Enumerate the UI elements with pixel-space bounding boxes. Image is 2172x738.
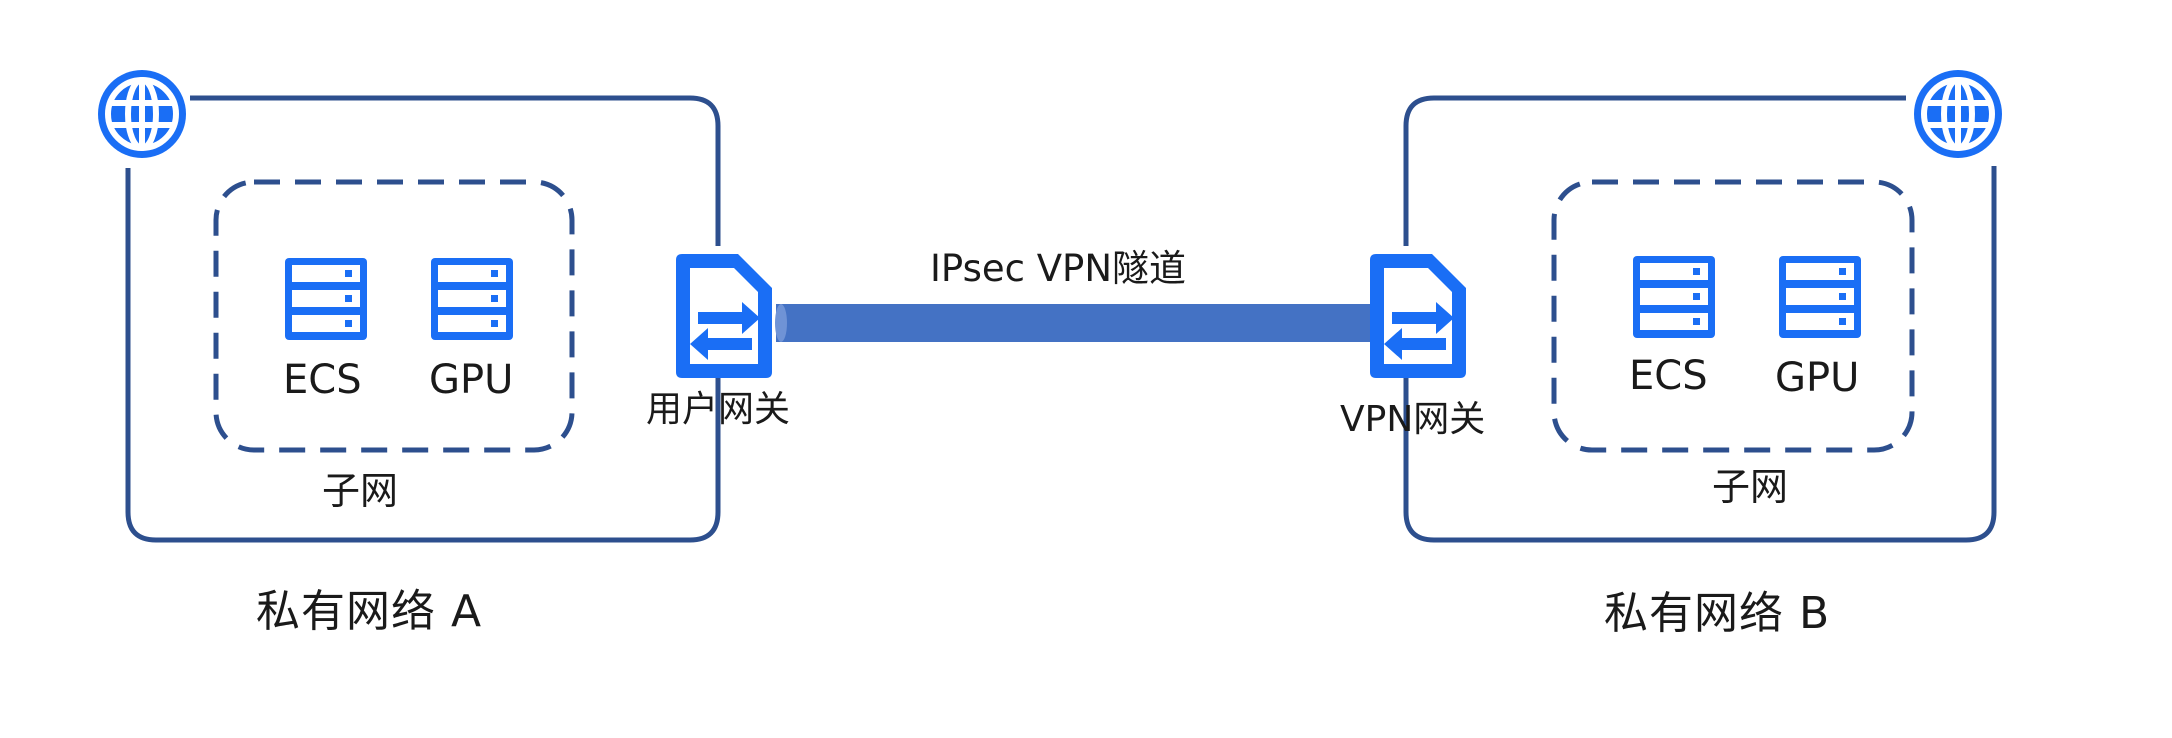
- vpc-b-name: 私有网络 B: [1604, 588, 1831, 639]
- vpn-tunnel-label: IPsec VPN隧道: [930, 247, 1187, 290]
- server-icon: [1779, 256, 1861, 338]
- vpn-tunnel-end: [775, 304, 787, 342]
- vpc-a-server-ecs-label: ECS: [283, 357, 362, 403]
- user-gateway-label: 用户网关: [646, 389, 791, 430]
- vpc-b-server-ecs-label: ECS: [1629, 353, 1708, 399]
- gateway-icon: [676, 254, 772, 378]
- server-icon: [285, 258, 367, 340]
- subnet-a-border: [213, 179, 575, 453]
- subnet-b-border: [1551, 179, 1915, 453]
- vpn-tunnel: [776, 304, 1372, 342]
- vpc-a-subnet-label: 子网: [322, 469, 399, 513]
- server-icon: [1633, 256, 1715, 338]
- server-icon: [431, 258, 513, 340]
- vpc-a-border: [125, 95, 721, 543]
- vpc-a-server-gpu-label: GPU: [429, 357, 514, 403]
- globe-icon: [98, 70, 186, 158]
- vpc-a-name: 私有网络 A: [256, 586, 483, 637]
- vpc-b-border: [1403, 95, 1997, 543]
- vpc-b-subnet-label: 子网: [1712, 465, 1789, 509]
- vpc-b-server-gpu-label: GPU: [1775, 355, 1860, 401]
- gateway-icon: [1370, 254, 1466, 378]
- vpn-gateway-label: VPN网关: [1340, 399, 1486, 440]
- globe-icon: [1914, 70, 2002, 158]
